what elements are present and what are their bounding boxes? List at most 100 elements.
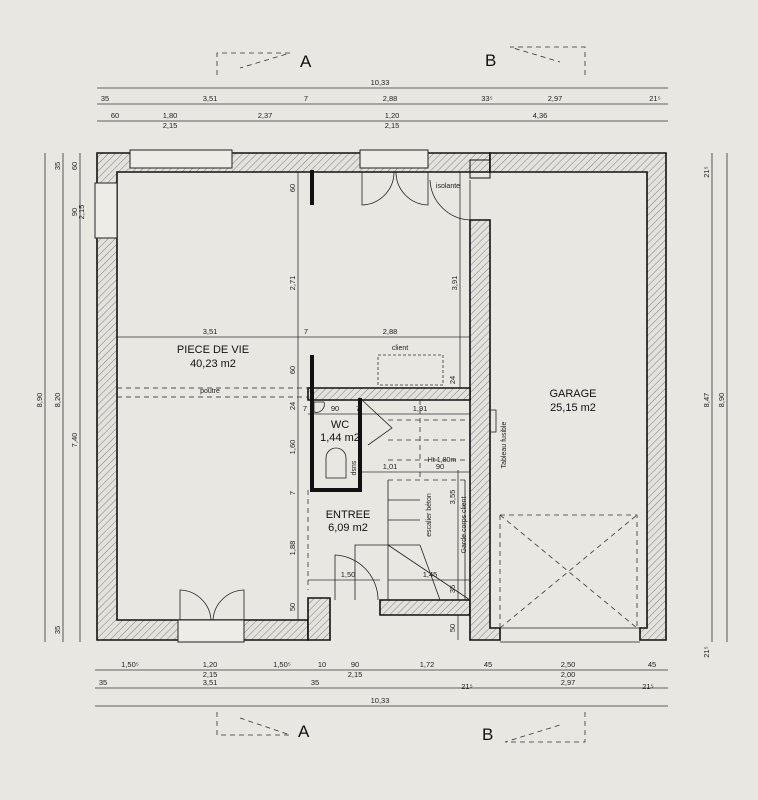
dimension-bottom: 1,20 [203,660,218,669]
dimension-interior: 7 [304,327,308,336]
dimension-top: 7 [304,94,308,103]
plan-labels: PIECE DE VIE 40,23 m2 WC1,44 m2 ENTREE6,09 … [35,78,726,705]
dimension-bottom: 21⁵ [642,682,653,691]
dimension-top: 4,36 [533,111,548,120]
dimension-interior: 1,60 [288,440,297,455]
panel-note: Tableau fusible [501,422,508,469]
dimension-bottom: 45 [484,660,492,669]
dimension-interior: 90 [331,404,339,413]
dimension-top: 2,15 [385,121,400,130]
dimension-bottom: 2,97 [561,678,576,687]
window-top-left [129,149,233,169]
dimension-interior: 1,50 [341,570,356,579]
dimension-interior: 3,91 [450,276,459,291]
dimension-bottom: 1,50⁵ [121,660,139,669]
dimension-interior: 7 [303,404,307,413]
room-name-wc: WC [331,419,349,431]
dimension-left: 90 [70,208,79,216]
dimension-left: 8,20 [53,393,62,408]
dimension-bottom: 45 [648,660,656,669]
walls [96,152,667,641]
section-marker-top-a: A [216,52,312,75]
dimension-interior: 3,51 [203,327,218,336]
wc-sink [313,401,325,413]
electrical-panel [489,409,497,433]
section-marker-top-b: B [485,46,586,75]
staircase[interactable] [354,400,471,601]
toilet [325,447,347,479]
dimension-interior: 24 [288,402,297,410]
dimension-interior: 35 [448,585,457,593]
dimension-left: 2,15 [77,205,86,220]
dimension-top: 2,97 [548,94,563,103]
room-area-garage: 25,15 m2 [550,402,596,414]
room-area-living: 40,23 m2 [190,358,236,370]
dimension-bottom: 35 [311,678,319,687]
kitchen-sink [377,354,444,386]
room-area-wc: 1,44 m2 [320,432,360,444]
section-label: A [298,722,310,741]
railing-note: Garde corps client [461,497,468,554]
dimension-bottom: 10 [318,660,326,669]
section-marker-bottom-a: A [216,712,310,741]
dimension-interior: 7 [356,404,360,413]
dimension-left: 35 [53,626,62,634]
dimension-top: 2,15 [163,121,178,130]
dimension-top: 2,88 [383,94,398,103]
dimension-top: 21⁵ [649,94,660,103]
dimension-left: 8,90 [35,393,44,408]
dimension-bottom: 2,15 [203,670,218,679]
dimension-right: 8,47 [702,393,711,408]
beam-note: poutre [200,388,220,395]
dimension-bottom: 2,50 [561,660,576,669]
dimension-lines [44,87,728,707]
suspended-note: susp [350,461,357,476]
dimension-top: 1,80 [163,111,178,120]
dimension-left: 60 [70,162,79,170]
dimension-interior: 60 [288,366,297,374]
dimension-bottom: 10,33 [371,696,390,705]
dimension-top: 10,33 [371,78,390,87]
dimension-left: 7,40 [70,433,79,448]
section-marker-bottom-b: B [482,712,586,744]
room-area-entrance: 6,09 m2 [328,522,368,534]
dimension-interior: 2,88 [383,327,398,336]
windows [94,149,429,643]
section-label: A [300,52,312,71]
height-note: Ht 1,80m [428,457,457,464]
dimension-right: 21⁵ [702,646,711,657]
dimension-right: 21⁵ [702,166,711,177]
dimension-interior: 3,55 [448,490,457,505]
dimension-top: 3,51 [203,94,218,103]
dimension-interior: 1,45 [423,570,438,579]
dimension-interior: 1,01 [383,462,398,471]
window-left [94,182,118,239]
dimension-interior: 60 [288,184,297,192]
dimension-interior: 1,91 [413,404,428,413]
dimension-bottom: 21⁵ [461,682,472,691]
dimension-interior: 7 [288,491,297,495]
stairs-note: escalier béton [426,493,433,537]
dimension-top: 1,20 [385,111,400,120]
dimension-top: 33⁵ [481,94,492,103]
doors [179,171,640,643]
dimension-bottom: 3,51 [203,678,218,687]
dimension-bottom: 2,00 [561,670,576,679]
room-name-garage: GARAGE [549,388,596,400]
window-bottom [177,619,245,643]
room-name-living: PIECE DE VIE [177,344,249,356]
dimension-bottom: 2,15 [348,670,363,679]
dimension-right: 8,90 [717,393,726,408]
room-name-entrance: ENTREE [326,509,371,521]
fixtures [313,354,497,479]
dimension-interior: 90 [436,462,444,471]
dimension-interior: 2,71 [288,276,297,291]
dimension-interior: 50 [448,624,457,632]
dimension-interior: 1,88 [288,541,297,556]
dimension-top: 2,37 [258,111,273,120]
section-label: B [482,725,493,744]
dimension-left: 35 [53,162,62,170]
dimension-top: 60 [111,111,119,120]
section-label: B [485,51,496,70]
